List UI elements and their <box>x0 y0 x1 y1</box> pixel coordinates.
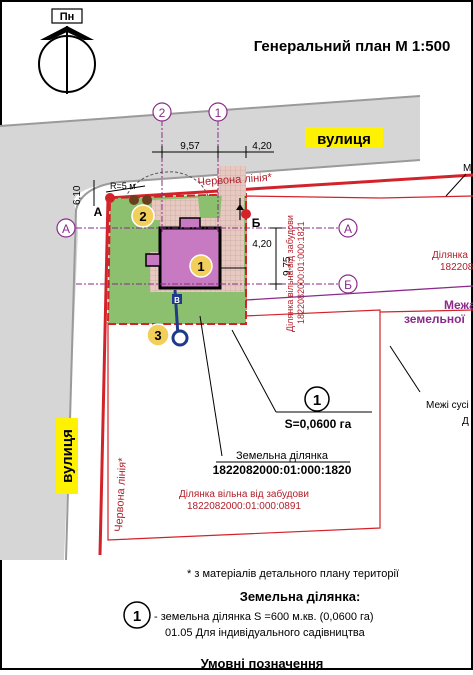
bottom-free-plot-name: Ділянка вільна від забудови <box>179 488 309 500</box>
adjacent-label: Межі сусі <box>426 400 469 411</box>
street-label-top-bg <box>305 127 383 148</box>
north-label: Пн <box>60 11 75 23</box>
svg-text:1: 1 <box>197 259 204 274</box>
bottom-free-plot-number: 1822082000:01:000:0891 <box>187 501 301 512</box>
axis-1-label: 1 <box>215 106 222 120</box>
dim-420-top: 4,20 <box>252 141 272 152</box>
red-line-top <box>107 173 473 200</box>
svg-text:Б: Б <box>252 216 261 230</box>
plot-marker-3 <box>146 323 170 347</box>
legend-line-1: - земельна ділянка S =600 м.кв. (0,0600 … <box>154 611 374 623</box>
dimension-lines <box>93 146 282 290</box>
plot-marker-2 <box>131 204 155 228</box>
plot-marker-1 <box>189 254 213 278</box>
legend-heading: Земельна ділянка: <box>240 589 361 604</box>
axis-a-left-label: А <box>62 222 70 236</box>
plan-title: Генеральний план М 1:500 <box>254 38 451 55</box>
utility-point-1 <box>129 195 139 205</box>
svg-text:А: А <box>94 205 103 219</box>
axis-bubbles <box>56 102 358 294</box>
vertical-free-plot-number: 1822082000:01:000:1821 <box>296 221 306 324</box>
street-label-top: вулиця <box>317 131 371 148</box>
red-line-left <box>98 197 110 556</box>
axis-2-label: 2 <box>159 106 166 120</box>
corner-point-b <box>241 209 251 219</box>
legend-line-2: 01.05 Для індивідуального садівництва <box>165 627 366 639</box>
svg-text:3: 3 <box>154 328 161 343</box>
marker-m: М <box>463 163 471 174</box>
legend-circle <box>123 601 151 629</box>
axis-lines <box>76 120 340 285</box>
plot-name: Земельна ділянка <box>236 450 329 462</box>
dim-610: 6,10 <box>72 185 83 205</box>
legend-conventions: Умовні позначення <box>201 656 324 670</box>
adjacent-letter: Д <box>462 416 469 427</box>
street-label-left-bg <box>56 418 78 494</box>
radius-label: R=5 м <box>110 181 135 191</box>
boundary-label-2: земельної <box>404 312 465 326</box>
boundary-line <box>245 285 473 301</box>
right-plot-number: 1822082 <box>440 262 473 273</box>
dim-420-mid: 4,20 <box>252 239 272 250</box>
corner-point-a <box>105 193 115 203</box>
north-arrow: Пн <box>38 8 96 94</box>
vertical-free-plot-name: Ділянка вільна від забудови <box>285 215 295 332</box>
right-plot-name: Ділянка <box>432 250 468 261</box>
red-line-top-label: Червона лінія* <box>197 172 273 189</box>
legend-number: 1 <box>133 608 141 625</box>
access-strip <box>218 166 246 196</box>
svg-text:2: 2 <box>139 209 146 224</box>
utility-point-2 <box>142 195 152 205</box>
street-label-left: вулиця <box>59 429 76 483</box>
boundary-label-1: Межа <box>444 298 473 312</box>
red-line-left-label: Червона лінія* <box>113 457 129 533</box>
plot-cadastre: 1822082000:01:000:1820 <box>213 463 352 477</box>
footnote: * з матеріалів детального плану територі… <box>187 568 399 580</box>
dim-957: 9,57 <box>180 141 200 152</box>
well <box>171 329 189 347</box>
house <box>158 226 222 290</box>
callout-area: S=0,0600 га <box>285 417 352 431</box>
callout-number: 1 <box>313 392 321 409</box>
pipe-label: В <box>174 296 180 305</box>
axis-b-label: Б <box>344 278 352 292</box>
axis-a-right-label: А <box>344 222 352 236</box>
callout-circle <box>304 386 330 412</box>
dim-975: 9,75 <box>282 256 293 276</box>
